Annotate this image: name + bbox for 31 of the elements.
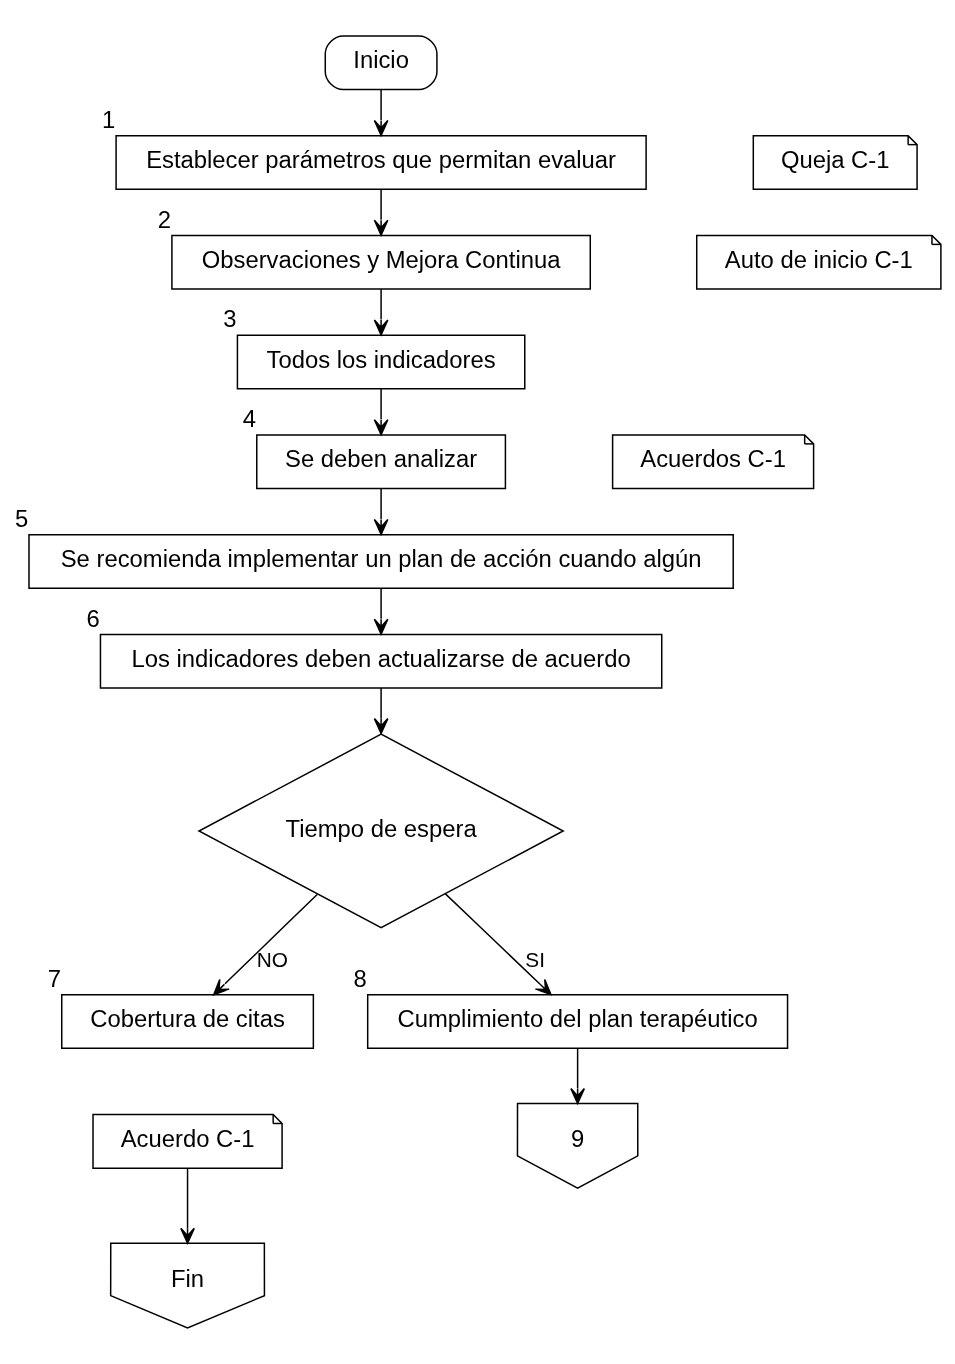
arrow bbox=[212, 893, 318, 996]
node-label: 4 bbox=[242, 405, 256, 433]
node-label: 2 bbox=[157, 205, 172, 233]
node-box: Se deben analizar bbox=[256, 434, 507, 490]
arrow bbox=[373, 388, 389, 436]
node-box: Todos los indicadores bbox=[236, 334, 526, 390]
arrow bbox=[180, 1167, 195, 1244]
node-label: 8 bbox=[353, 965, 367, 993]
node-label: 7 bbox=[47, 965, 61, 993]
node-box: Cumplimiento del plan terapéutico bbox=[366, 994, 789, 1050]
arrow bbox=[570, 1047, 586, 1105]
node-label: 5 bbox=[14, 504, 29, 532]
edge-label: NO bbox=[256, 947, 289, 971]
arrow bbox=[373, 288, 389, 336]
arrow bbox=[373, 487, 389, 536]
node-label: 1 bbox=[102, 105, 116, 133]
node-box: Los indicadores deben actualizarse de acuerdo bbox=[99, 633, 663, 689]
node-diamond: Tiempo de espera bbox=[197, 733, 565, 929]
node-label: 3 bbox=[223, 305, 237, 333]
arrow bbox=[373, 88, 389, 137]
node-box: Establecer parámetros que permitan evaluar bbox=[115, 134, 647, 191]
node-box: Observaciones y Mejora Continua bbox=[171, 234, 592, 290]
arrow bbox=[373, 587, 389, 635]
node-label: 6 bbox=[86, 604, 100, 632]
arrow bbox=[373, 188, 389, 236]
node-box: Inicio bbox=[324, 35, 438, 91]
node-box: Cobertura de citas bbox=[61, 994, 315, 1050]
arrow bbox=[444, 893, 552, 996]
arrow bbox=[373, 687, 389, 735]
node-box: Se recomienda implementar un plan de acción cuando algún bbox=[28, 533, 734, 590]
edge-label: SI bbox=[525, 947, 546, 971]
